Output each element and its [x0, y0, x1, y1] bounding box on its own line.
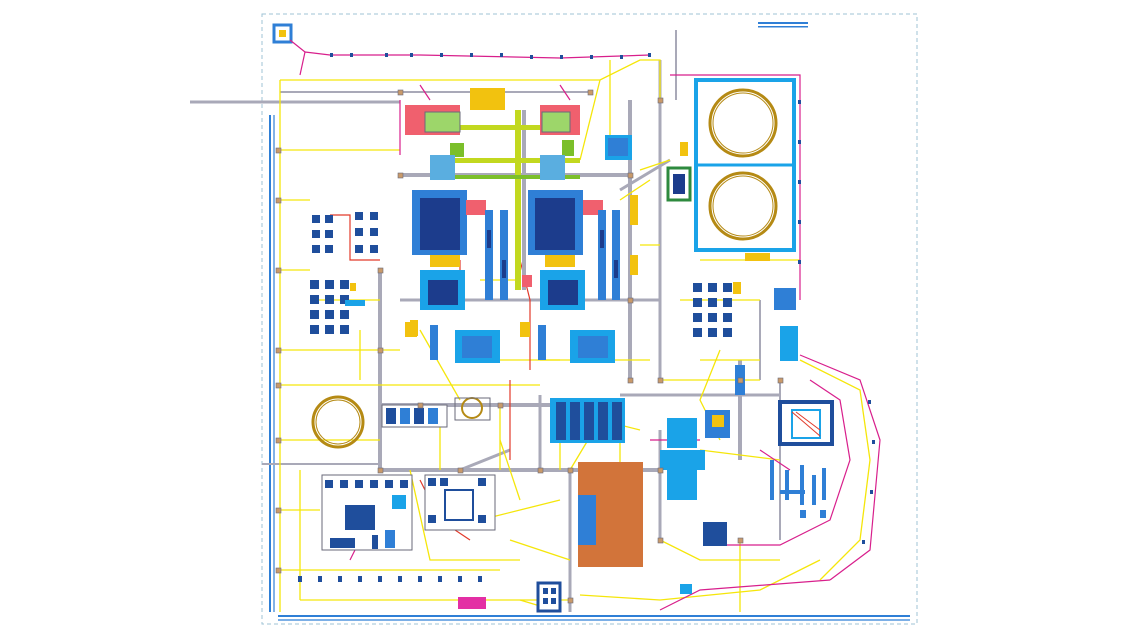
lower-process-units — [405, 322, 615, 363]
top-process-units — [405, 88, 580, 180]
loading-pad — [458, 597, 486, 609]
side-yellow-blocks — [410, 142, 770, 336]
west-building-grid-a — [312, 212, 378, 253]
east-tank-block — [780, 326, 798, 361]
substation-row — [381, 397, 491, 428]
gatehouse — [536, 581, 562, 613]
storage-yard-pad — [578, 462, 643, 567]
circular-tank-small — [461, 397, 483, 419]
east-fence-posts — [798, 100, 875, 544]
pipe-rack — [430, 110, 580, 290]
reactor-hall-left — [412, 190, 486, 310]
east-main-building — [660, 410, 730, 500]
south-perimeter-lines — [278, 615, 910, 621]
gate-kiosk — [680, 584, 692, 594]
west-perimeter-lines — [269, 115, 275, 612]
east-framed-building — [778, 400, 834, 446]
east-equipment-cluster — [770, 460, 826, 518]
water-tank-basin — [694, 78, 796, 252]
workshop-building — [703, 522, 727, 546]
east-building-grid — [693, 283, 732, 337]
north-marker — [272, 23, 293, 44]
reactor-hall-right — [522, 190, 603, 310]
transformer-bank — [550, 398, 625, 443]
aux-bays — [485, 210, 620, 300]
north-fence-posts — [330, 53, 651, 59]
west-grid-connector — [345, 300, 365, 306]
legend-bar — [758, 22, 808, 28]
control-building-core — [608, 138, 628, 156]
south-building-cluster — [424, 474, 496, 531]
junction-nodes — [275, 89, 784, 604]
east-pump-house — [774, 288, 796, 310]
west-grid-marker — [350, 283, 356, 291]
south-row-nodes — [298, 576, 482, 582]
circular-tank-west — [311, 395, 365, 449]
southwest-building-cluster — [321, 474, 413, 551]
west-building-grid-b — [310, 280, 349, 334]
skid-core — [673, 174, 685, 194]
site-boundary — [261, 13, 918, 625]
